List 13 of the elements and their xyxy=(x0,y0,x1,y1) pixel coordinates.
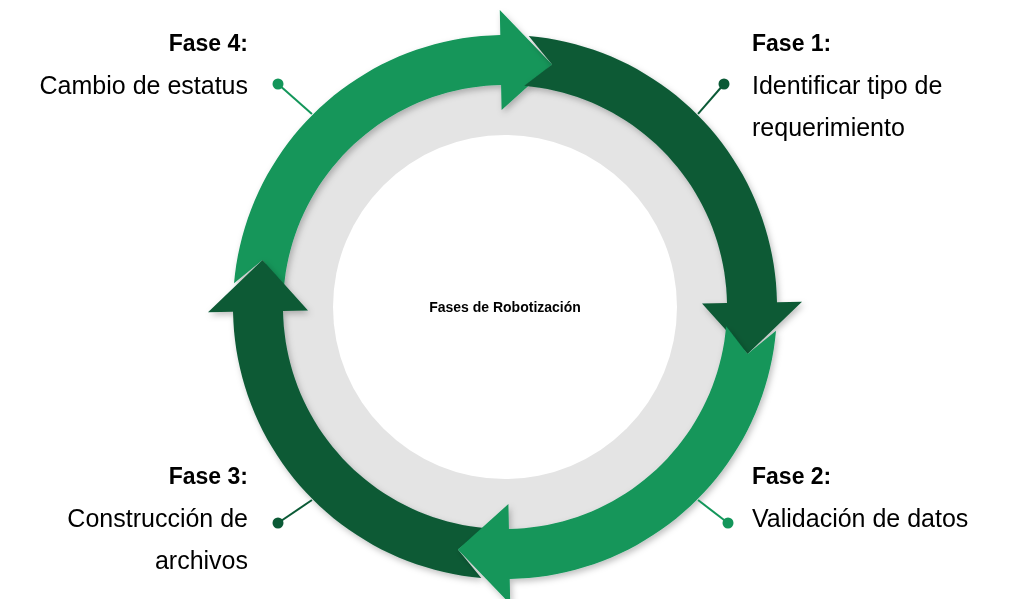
phase-description: Identificar tipo de requerimiento xyxy=(752,70,944,143)
phase-heading: Fase 2: xyxy=(752,462,833,491)
center-title: Fases de Robotización xyxy=(429,297,581,317)
phase-description: Validación de datos xyxy=(752,503,970,534)
leader-line xyxy=(272,499,313,529)
leader-line xyxy=(697,78,730,115)
leader-line xyxy=(697,499,734,529)
phase-description: Cambio de estatus xyxy=(38,70,248,101)
phase-heading: Fase 3: xyxy=(167,462,248,491)
leader-line xyxy=(272,78,313,115)
phase-heading: Fase 4: xyxy=(167,29,248,58)
phase-heading: Fase 1: xyxy=(752,29,833,58)
phase-description: Construcción de archivos xyxy=(66,503,248,576)
